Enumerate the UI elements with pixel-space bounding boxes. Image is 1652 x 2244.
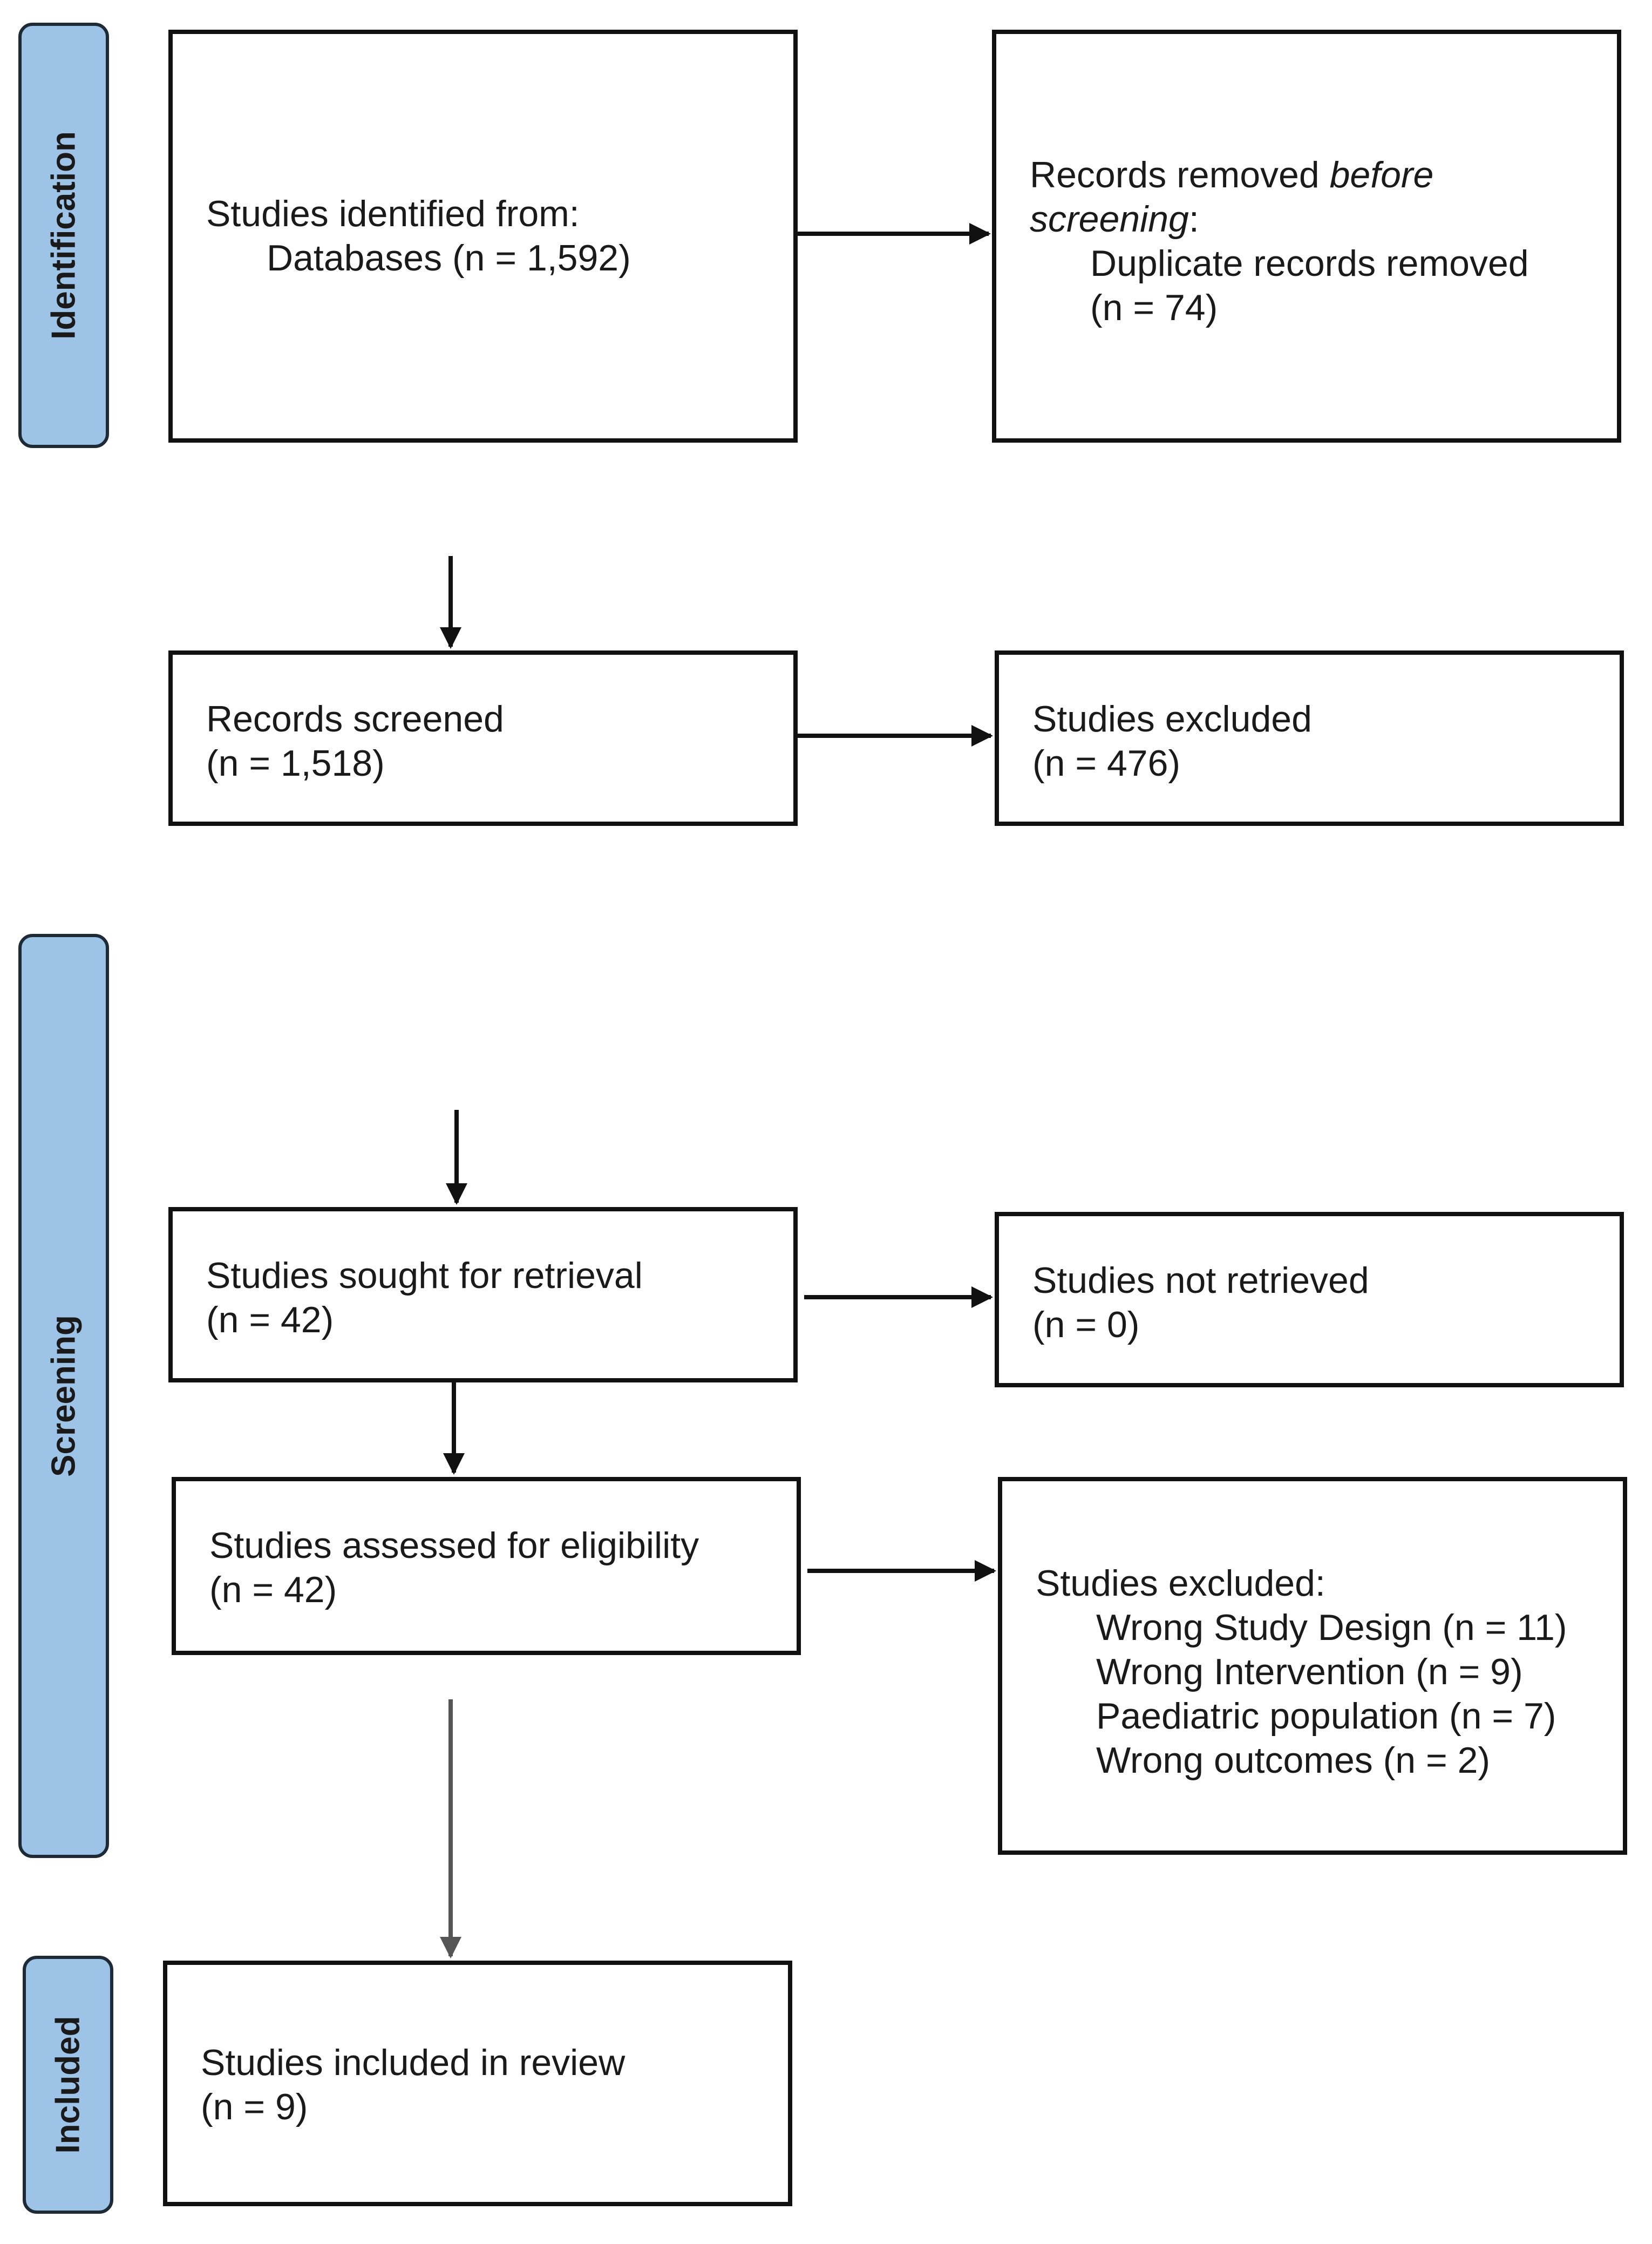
removed-title-before: Records removed: [1030, 154, 1330, 195]
removed-title-em1: before: [1329, 154, 1434, 195]
screened-title: Records screened: [206, 699, 504, 740]
box-studies-not-retrieved: Studies not retrieved (n = 0): [995, 1212, 1624, 1387]
box-records-removed: Records removed before screening: Duplic…: [992, 30, 1621, 443]
exclusion-reason: Wrong Study Design (n = 11): [1096, 1607, 1567, 1648]
box-studies-assessed: Studies assessed for eligibility (n = 42…: [172, 1477, 801, 1655]
excluded-eligibility-title: Studies excluded:: [1036, 1563, 1325, 1604]
box-studies-sought: Studies sought for retrieval (n = 42): [168, 1207, 798, 1382]
not-retrieved-title: Studies not retrieved: [1032, 1260, 1369, 1301]
excluded-screen-title: Studies excluded: [1032, 699, 1312, 740]
not-retrieved-count: (n = 0): [1032, 1304, 1140, 1345]
phase-screening: Screening: [18, 934, 109, 1858]
identified-title: Studies identified from:: [206, 193, 580, 234]
box-studies-excluded-eligibility: Studies excluded: Wrong Study Design (n …: [998, 1477, 1627, 1855]
assessed-count: (n = 42): [209, 1569, 337, 1610]
sought-title: Studies sought for retrieval: [206, 1255, 643, 1296]
box-records-screened: Records screened (n = 1,518): [168, 650, 798, 826]
exclusion-reason: Wrong outcomes (n = 2): [1096, 1740, 1491, 1781]
exclusion-reason: Wrong Intervention (n = 9): [1096, 1651, 1523, 1692]
excluded-screen-count: (n = 476): [1032, 743, 1181, 784]
phase-included: Included: [23, 1956, 113, 2214]
box-studies-included: Studies included in review (n = 9): [163, 1961, 792, 2206]
removed-title-after: :: [1188, 199, 1199, 240]
removed-title-line1: Records removed before: [1030, 153, 1601, 197]
box-studies-identified: Studies identified from: Databases (n = …: [168, 30, 798, 443]
included-count: (n = 9): [201, 2086, 308, 2127]
phase-identification: Identification: [18, 23, 109, 448]
removed-title-line2: screening:: [1030, 197, 1601, 241]
removed-detail-line1: Duplicate records removed: [1090, 243, 1529, 284]
identified-detail: Databases (n = 1,592): [267, 238, 631, 279]
sought-count: (n = 42): [206, 1299, 334, 1340]
assessed-title: Studies assessed for eligibility: [209, 1525, 699, 1566]
screened-count: (n = 1,518): [206, 743, 385, 784]
included-title: Studies included in review: [201, 2042, 626, 2083]
removed-detail-line2: (n = 74): [1090, 287, 1218, 328]
removed-title-em2: screening: [1030, 199, 1189, 240]
box-studies-excluded-screening: Studies excluded (n = 476): [995, 650, 1624, 826]
exclusion-reason: Paediatric population (n = 7): [1096, 1696, 1556, 1737]
